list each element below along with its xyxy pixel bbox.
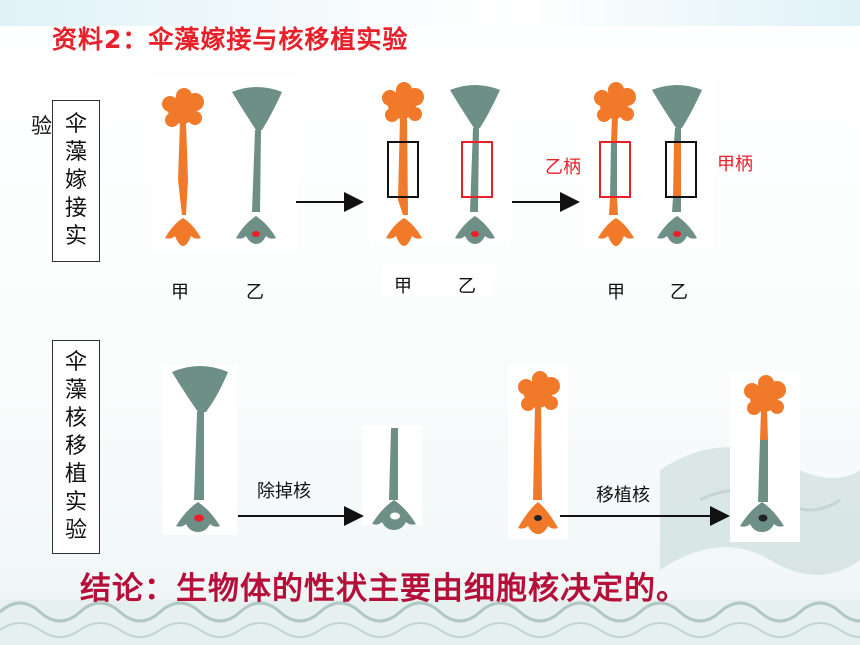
label-jia-handle: 甲柄 [717, 154, 753, 175]
cut-box-red-2 [461, 141, 493, 198]
transplant-experiment-box: 伞藻核移植实验 [52, 340, 100, 554]
alga-result-7 [740, 375, 786, 532]
alga-jia-3 [594, 82, 636, 246]
cut-box-black-2 [387, 141, 419, 198]
alga-jia-1 [162, 88, 204, 246]
top-decorative-bar [0, 0, 860, 26]
cut-box-black-3 [665, 141, 697, 198]
label-jia-3: 甲 [607, 282, 625, 303]
alga-yi-1 [232, 87, 282, 244]
label-jia-1: 甲 [171, 282, 189, 303]
label-yi-handle: 乙柄 [545, 157, 581, 178]
grafting-experiment-box: 伞藻嫁接实 [52, 100, 100, 262]
slide-title: 资料2：伞藻嫁接与核移植实验 [52, 25, 409, 54]
label-jia-2: 甲 [394, 276, 412, 297]
label-yi-2: 乙 [458, 276, 476, 297]
alga-jia-2 [382, 82, 424, 246]
grafting-box-text: 伞藻嫁接实 [65, 112, 88, 249]
alga-yi-2 [450, 85, 500, 244]
label-remove-nucleus: 除掉核 [257, 481, 311, 502]
alga-yi-3 [652, 85, 702, 244]
alga-gray-4 [172, 366, 228, 532]
alga-orange-6 [518, 371, 560, 534]
panel-2-label-bg [382, 262, 494, 296]
decorative-waves [0, 600, 860, 645]
cut-box-red-3 [599, 141, 631, 198]
alga-gray-5-enucleated [372, 428, 416, 530]
label-yi-3: 乙 [670, 282, 688, 303]
label-transplant-nucleus: 移植核 [596, 485, 650, 506]
conclusion-text: 结论：生物体的性状主要由细胞核决定的。 [80, 571, 688, 607]
stray-character: 验 [31, 114, 52, 138]
transplant-box-text: 伞藻核移植实验 [65, 350, 88, 543]
label-yi-1: 乙 [246, 282, 264, 303]
